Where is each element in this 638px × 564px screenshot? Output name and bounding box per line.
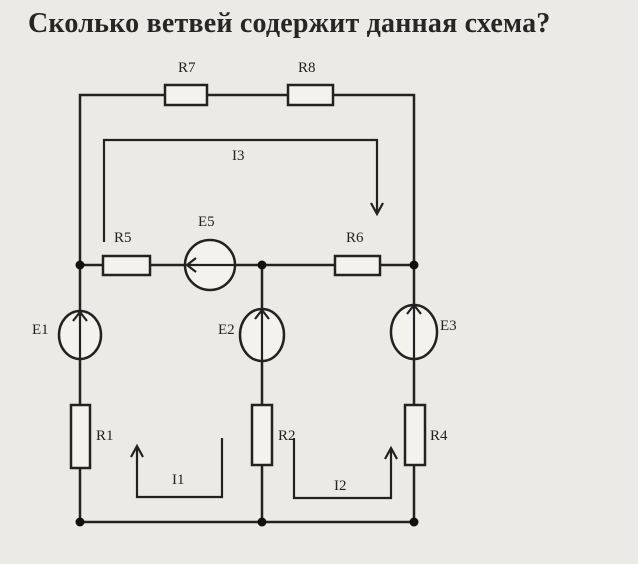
loop-current-i2-arrow <box>292 438 398 500</box>
node-right-top <box>409 260 419 270</box>
node-left-bottom <box>75 517 85 527</box>
label-r4: R4 <box>430 428 448 444</box>
source-e3 <box>389 303 439 361</box>
label-i1: I1 <box>172 472 185 488</box>
resistor-r2 <box>250 403 274 467</box>
node-left-top <box>75 260 85 270</box>
source-e2 <box>238 307 286 363</box>
question-title: Сколько ветвей содержит данная схема? <box>28 8 551 39</box>
label-r7: R7 <box>178 60 196 76</box>
label-r2: R2 <box>278 428 296 444</box>
node-center-bottom <box>257 517 267 527</box>
resistor-r5 <box>101 254 152 277</box>
resistor-r6 <box>333 254 382 277</box>
resistor-r4 <box>403 403 427 467</box>
node-center-top <box>257 260 267 270</box>
loop-current-i1-arrow <box>130 438 224 499</box>
node-right-bottom <box>409 517 419 527</box>
resistor-r7 <box>163 83 209 107</box>
source-e5 <box>183 238 237 292</box>
label-e1: E1 <box>32 322 49 338</box>
label-r8: R8 <box>298 60 316 76</box>
wires <box>78 93 416 524</box>
resistor-r1 <box>69 403 92 470</box>
resistor-r8 <box>286 83 335 107</box>
label-i2: I2 <box>334 478 347 494</box>
label-i3: I3 <box>232 148 245 164</box>
wire-top-loop <box>78 93 416 265</box>
label-r5: R5 <box>114 230 132 246</box>
label-e3: E3 <box>440 318 457 334</box>
loop-current-i3-arrow <box>102 138 384 242</box>
label-e5: E5 <box>198 214 215 230</box>
label-e2: E2 <box>218 322 235 338</box>
label-r6: R6 <box>346 230 364 246</box>
source-e1 <box>57 309 103 361</box>
label-r1: R1 <box>96 428 114 444</box>
